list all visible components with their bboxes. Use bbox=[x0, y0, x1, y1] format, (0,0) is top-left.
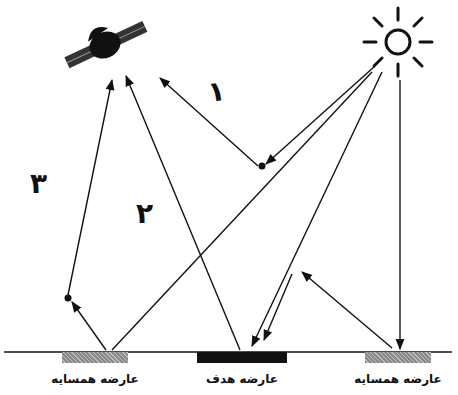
satellite-symbol bbox=[59, 9, 151, 74]
ground-feature: عارضه همسایه bbox=[51, 352, 139, 386]
callout-number: ۲ bbox=[136, 200, 153, 228]
scatter-point bbox=[65, 295, 72, 302]
feature-patch bbox=[365, 352, 431, 363]
feature-patch bbox=[197, 352, 287, 363]
feature-label: عارضه همسایه bbox=[354, 372, 442, 386]
feature-label: عارضه هدف bbox=[206, 372, 278, 386]
callout-number: ۳ bbox=[30, 170, 47, 198]
scatter-point bbox=[259, 163, 266, 170]
feature-label: عارضه همسایه bbox=[51, 372, 139, 386]
ground-feature: عارضه هدف bbox=[197, 352, 287, 386]
ground-feature: عارضه همسایه bbox=[354, 352, 442, 386]
feature-patch bbox=[62, 352, 128, 363]
radiation-paths bbox=[68, 66, 400, 350]
callout-number: ۱ bbox=[206, 77, 227, 107]
